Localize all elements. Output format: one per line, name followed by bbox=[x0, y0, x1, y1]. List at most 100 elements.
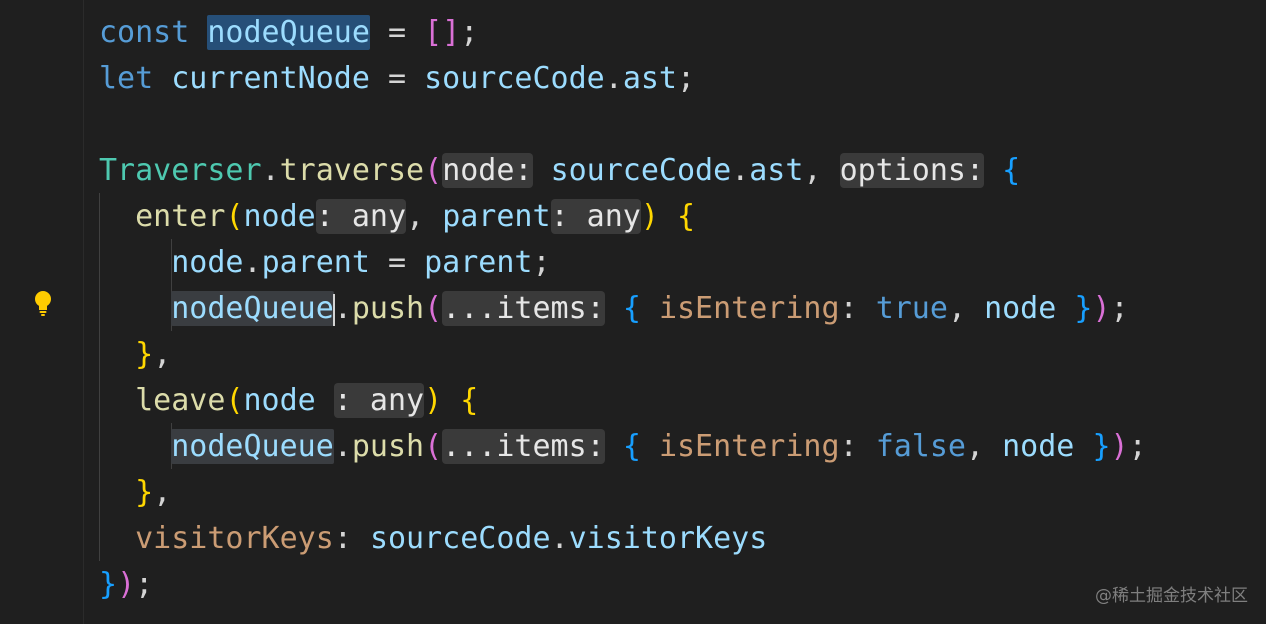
function-name: enter bbox=[135, 199, 226, 234]
text-cursor bbox=[332, 293, 335, 326]
indent-guide bbox=[171, 239, 172, 331]
inlay-hint: options: bbox=[839, 153, 985, 188]
identifier: parent bbox=[424, 245, 533, 280]
bracket: ( bbox=[424, 291, 443, 326]
bracket: } bbox=[99, 567, 118, 602]
bracket: ) bbox=[640, 199, 659, 234]
semicolon: ; bbox=[135, 567, 154, 602]
indent-guide bbox=[99, 193, 100, 561]
dot: . bbox=[333, 291, 352, 326]
identifier: node bbox=[984, 291, 1057, 326]
bracket: } bbox=[135, 337, 154, 372]
comma: , bbox=[153, 337, 172, 372]
dot: . bbox=[261, 153, 280, 188]
boolean-literal: false bbox=[875, 429, 966, 464]
semicolon: ; bbox=[460, 15, 479, 50]
keyword: const bbox=[99, 15, 190, 50]
operator: = bbox=[369, 245, 425, 280]
dot: . bbox=[604, 61, 623, 96]
watermark: @稀土掘金技术社区 bbox=[1095, 586, 1248, 606]
code-line-7[interactable]: nodeQueue.push(...items: { isEntering: t… bbox=[99, 286, 1129, 332]
inlay-hint: ...items: bbox=[442, 429, 605, 464]
code-line-5[interactable]: enter(node: any, parent: any) { bbox=[99, 194, 695, 240]
parameter: parent bbox=[442, 199, 551, 234]
identifier-highlighted[interactable]: nodeQueue bbox=[171, 429, 334, 464]
bracket: } bbox=[135, 475, 154, 510]
function-name: traverse bbox=[279, 153, 425, 188]
property: ast bbox=[622, 61, 677, 96]
class-name: Traverser bbox=[99, 153, 262, 188]
property-key: isEntering bbox=[658, 291, 840, 326]
property-key: isEntering bbox=[658, 429, 840, 464]
comma: , bbox=[406, 199, 443, 234]
keyword: let bbox=[99, 61, 154, 96]
property-key: visitorKeys bbox=[135, 521, 334, 556]
bracket: } bbox=[1074, 291, 1093, 326]
identifier-highlighted[interactable]: nodeQueue bbox=[207, 15, 370, 50]
function-name: push bbox=[351, 291, 425, 326]
code-line-13[interactable]: }); bbox=[99, 562, 153, 608]
operator: = bbox=[369, 61, 425, 96]
function-name: push bbox=[351, 429, 425, 464]
lightbulb-icon[interactable] bbox=[33, 290, 53, 316]
identifier: node bbox=[1002, 429, 1075, 464]
code-line-8[interactable]: }, bbox=[99, 332, 171, 378]
bracket: { bbox=[677, 199, 696, 234]
property: ast bbox=[749, 153, 804, 188]
boolean-literal: true bbox=[875, 291, 948, 326]
dot: . bbox=[243, 245, 262, 280]
bracket: [] bbox=[424, 15, 461, 50]
code-line-10[interactable]: nodeQueue.push(...items: { isEntering: f… bbox=[99, 424, 1147, 470]
semicolon: ; bbox=[1128, 429, 1147, 464]
semicolon: ; bbox=[1110, 291, 1129, 326]
bracket: ( bbox=[424, 429, 443, 464]
bracket: ) bbox=[1110, 429, 1129, 464]
bracket: { bbox=[622, 429, 641, 464]
colon: : bbox=[333, 521, 370, 556]
code-line-2[interactable]: let currentNode = sourceCode.ast; bbox=[99, 56, 695, 102]
property: parent bbox=[261, 245, 370, 280]
bracket: ) bbox=[424, 383, 443, 418]
bracket: ( bbox=[225, 199, 244, 234]
bracket: ) bbox=[117, 567, 136, 602]
identifier-highlighted[interactable]: nodeQueue bbox=[171, 291, 334, 326]
function-name: leave bbox=[135, 383, 226, 418]
comma: , bbox=[966, 429, 1003, 464]
inlay-hint: : any bbox=[333, 383, 425, 418]
gutter-divider bbox=[83, 0, 84, 624]
colon: : bbox=[839, 429, 876, 464]
inlay-hint: node: bbox=[442, 153, 533, 188]
bracket: { bbox=[1002, 153, 1021, 188]
operator: = bbox=[369, 15, 425, 50]
identifier: node bbox=[171, 245, 244, 280]
comma: , bbox=[153, 475, 172, 510]
comma: , bbox=[803, 153, 840, 188]
bracket: { bbox=[622, 291, 641, 326]
colon: : bbox=[839, 291, 876, 326]
semicolon: ; bbox=[532, 245, 551, 280]
identifier: sourceCode bbox=[550, 153, 732, 188]
identifier: currentNode bbox=[171, 61, 370, 96]
comma: , bbox=[947, 291, 985, 326]
bracket: } bbox=[1092, 429, 1111, 464]
property: visitorKeys bbox=[568, 521, 768, 556]
bracket: ( bbox=[225, 383, 244, 418]
bracket: { bbox=[460, 383, 479, 418]
code-line-11[interactable]: }, bbox=[99, 470, 171, 516]
code-line-12[interactable]: visitorKeys: sourceCode.visitorKeys bbox=[99, 516, 767, 562]
semicolon: ; bbox=[677, 61, 696, 96]
inlay-hint: : any bbox=[315, 199, 407, 234]
code-line-9[interactable]: leave(node : any) { bbox=[99, 378, 478, 424]
code-line-6[interactable]: node.parent = parent; bbox=[99, 240, 551, 286]
code-line-1[interactable]: const nodeQueue = []; bbox=[99, 10, 478, 56]
identifier: sourceCode bbox=[369, 521, 551, 556]
code-line-4[interactable]: Traverser.traverse(node: sourceCode.ast,… bbox=[99, 148, 1020, 194]
bracket: ) bbox=[1092, 291, 1111, 326]
dot: . bbox=[333, 429, 352, 464]
dot: . bbox=[731, 153, 750, 188]
bracket: ( bbox=[424, 153, 443, 188]
identifier: sourceCode bbox=[424, 61, 605, 96]
dot: . bbox=[550, 521, 569, 556]
parameter: node bbox=[243, 199, 316, 234]
